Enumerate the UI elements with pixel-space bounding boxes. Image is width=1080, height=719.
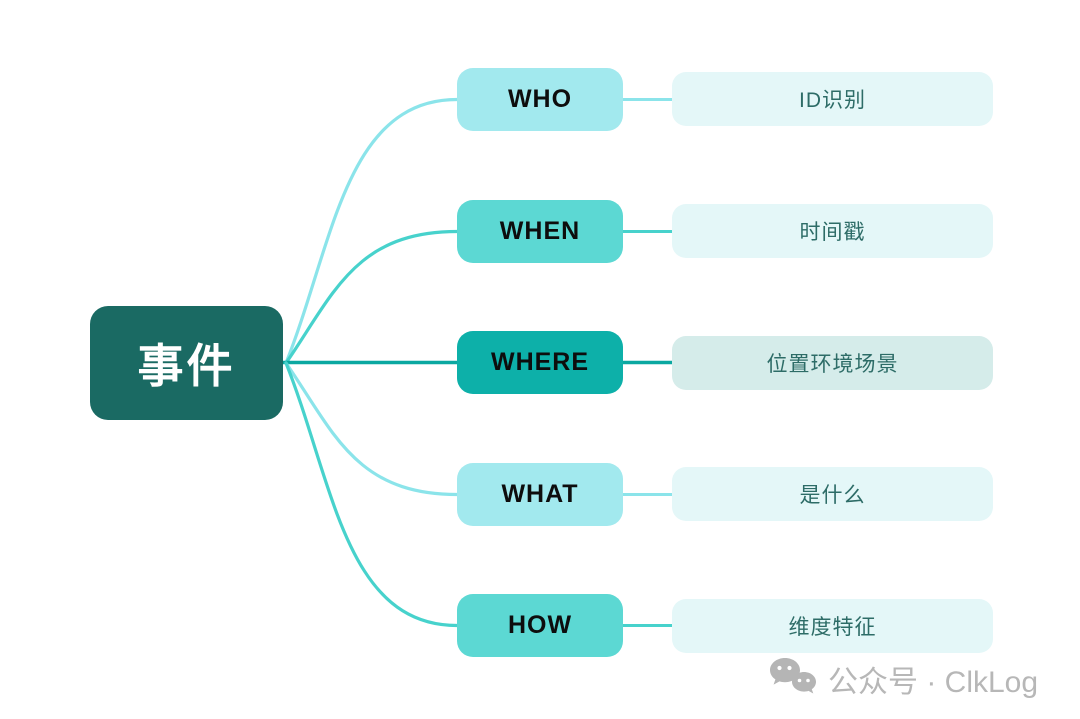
watermark: 公众号 · ClkLog — [768, 656, 1038, 702]
wechat-icon — [770, 658, 816, 694]
leaf-node-what-is-it: 是什么 — [672, 467, 993, 521]
branch-node-where: WHERE — [457, 331, 623, 394]
branch-node-when: WHEN — [457, 200, 623, 263]
branch-node-who: WHO — [457, 68, 623, 131]
connector-root-what — [284, 361, 459, 497]
leaf-node-location-scene: 位置环境场景 — [672, 336, 993, 390]
branch-node-what: WHAT — [457, 463, 623, 526]
leaf-node-timestamp: 时间戳 — [672, 204, 993, 258]
branch-node-how: HOW — [457, 594, 623, 657]
connector-root-when — [284, 229, 459, 365]
leaf-node-dimension-features: 维度特征 — [672, 599, 993, 653]
watermark-text: 公众号 · ClkLog — [828, 666, 1039, 699]
leaf-node-id-recognition: ID识别 — [672, 72, 993, 126]
connector-root-who — [284, 97, 459, 365]
connector-root-how — [284, 361, 459, 628]
root-node-event: 事件 — [90, 306, 283, 420]
